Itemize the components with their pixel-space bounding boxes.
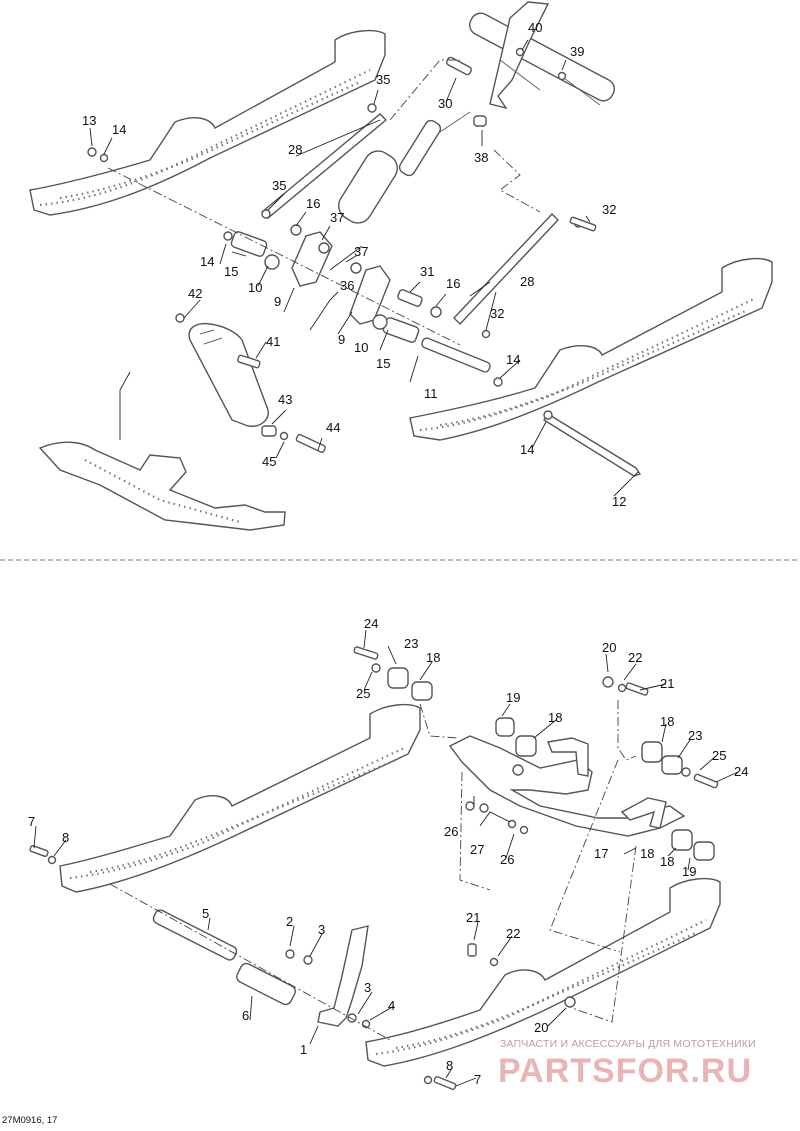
label-20: 20 <box>602 640 616 655</box>
rear-shock <box>38 322 286 531</box>
label-24: 24 <box>364 616 378 631</box>
label-23b: 23 <box>688 728 702 743</box>
label-23: 23 <box>404 636 418 651</box>
diagram-reference: 27M0916, 17 <box>2 1115 58 1126</box>
watermark-logo: PARTSFOR.RU <box>498 1052 753 1090</box>
label-11: 11 <box>424 386 438 401</box>
label-6: 6 <box>242 1008 249 1023</box>
left-rail-upper <box>29 29 386 216</box>
label-28b: 28 <box>520 274 534 289</box>
label-25: 25 <box>356 686 370 701</box>
label-14c: 14 <box>506 352 520 367</box>
label-42: 42 <box>188 286 202 301</box>
label-30: 30 <box>438 96 452 111</box>
label-26b: 26 <box>500 852 514 867</box>
label-8b: 8 <box>446 1058 453 1073</box>
label-28: 28 <box>288 142 302 157</box>
label-32: 32 <box>602 202 616 217</box>
label-21b: 21 <box>466 910 480 925</box>
label-10b: 10 <box>354 340 368 355</box>
label-45: 45 <box>262 454 276 469</box>
shock-absorber <box>338 111 471 224</box>
label-5: 5 <box>202 906 209 921</box>
label-9b: 9 <box>338 332 345 347</box>
label-13: 13 <box>82 113 96 128</box>
rear-axle <box>543 410 642 477</box>
right-rail-upper <box>409 257 773 441</box>
label-17: 17 <box>594 846 608 861</box>
label-14d: 14 <box>520 442 534 457</box>
label-18e: 18 <box>660 854 674 869</box>
label-15: 15 <box>224 264 238 279</box>
front-arm-bushings <box>371 663 715 861</box>
label-26: 26 <box>444 824 458 839</box>
bottom-leaders <box>33 629 739 1087</box>
label-32b: 32 <box>490 306 504 321</box>
label-14b: 14 <box>200 254 214 269</box>
label-3b: 3 <box>364 980 371 995</box>
label-7b: 7 <box>474 1072 481 1087</box>
label-14: 14 <box>112 122 126 137</box>
label-8: 8 <box>62 830 69 845</box>
label-16: 16 <box>306 196 320 211</box>
front-arm <box>448 735 686 837</box>
label-43: 43 <box>278 392 292 407</box>
label-16b: 16 <box>446 276 460 291</box>
top-hardware <box>87 47 597 454</box>
front-arm-shaft <box>469 1 615 110</box>
cross-shafts <box>152 909 296 1006</box>
label-35b: 35 <box>272 178 286 193</box>
label-36: 36 <box>340 278 354 293</box>
label-19b: 19 <box>682 864 696 879</box>
label-19: 19 <box>506 690 520 705</box>
label-41: 41 <box>266 334 280 349</box>
label-22b: 22 <box>506 926 520 941</box>
watermark-tagline: ЗАПЧАСТИ И АКСЕССУАРЫ ДЛЯ МОТОТЕХНИКИ <box>500 1038 756 1050</box>
label-4: 4 <box>388 998 395 1013</box>
label-37b: 37 <box>354 244 368 259</box>
label-40: 40 <box>528 20 542 35</box>
right-rail-lower <box>365 877 721 1067</box>
label-18: 18 <box>426 650 440 665</box>
label-27: 27 <box>470 842 484 857</box>
label-20b: 20 <box>534 1020 548 1035</box>
label-7: 7 <box>28 814 35 829</box>
bracket <box>317 925 369 1027</box>
label-37: 37 <box>330 210 344 225</box>
label-10: 10 <box>248 280 262 295</box>
part-labels: 40 39 35 30 38 13 14 28 35 16 37 32 14 1… <box>28 20 748 1087</box>
bottom-bolts <box>29 646 719 1090</box>
label-1: 1 <box>300 1042 307 1057</box>
label-9: 9 <box>274 294 281 309</box>
label-3: 3 <box>318 922 325 937</box>
label-15b: 15 <box>376 356 390 371</box>
label-44: 44 <box>326 420 340 435</box>
label-25b: 25 <box>712 748 726 763</box>
label-18c: 18 <box>660 714 674 729</box>
label-21: 21 <box>660 676 674 691</box>
label-39: 39 <box>570 44 584 59</box>
label-2: 2 <box>286 914 293 929</box>
axle-bushings <box>223 224 503 387</box>
label-18b: 18 <box>548 710 562 725</box>
label-35: 35 <box>376 72 390 87</box>
label-38: 38 <box>474 150 488 165</box>
label-22: 22 <box>628 650 642 665</box>
label-18d: 18 <box>640 846 654 861</box>
label-24b: 24 <box>734 764 748 779</box>
left-rail-lower <box>59 703 421 893</box>
label-12: 12 <box>612 494 626 509</box>
label-31: 31 <box>420 264 434 279</box>
top-leaders <box>89 39 639 497</box>
